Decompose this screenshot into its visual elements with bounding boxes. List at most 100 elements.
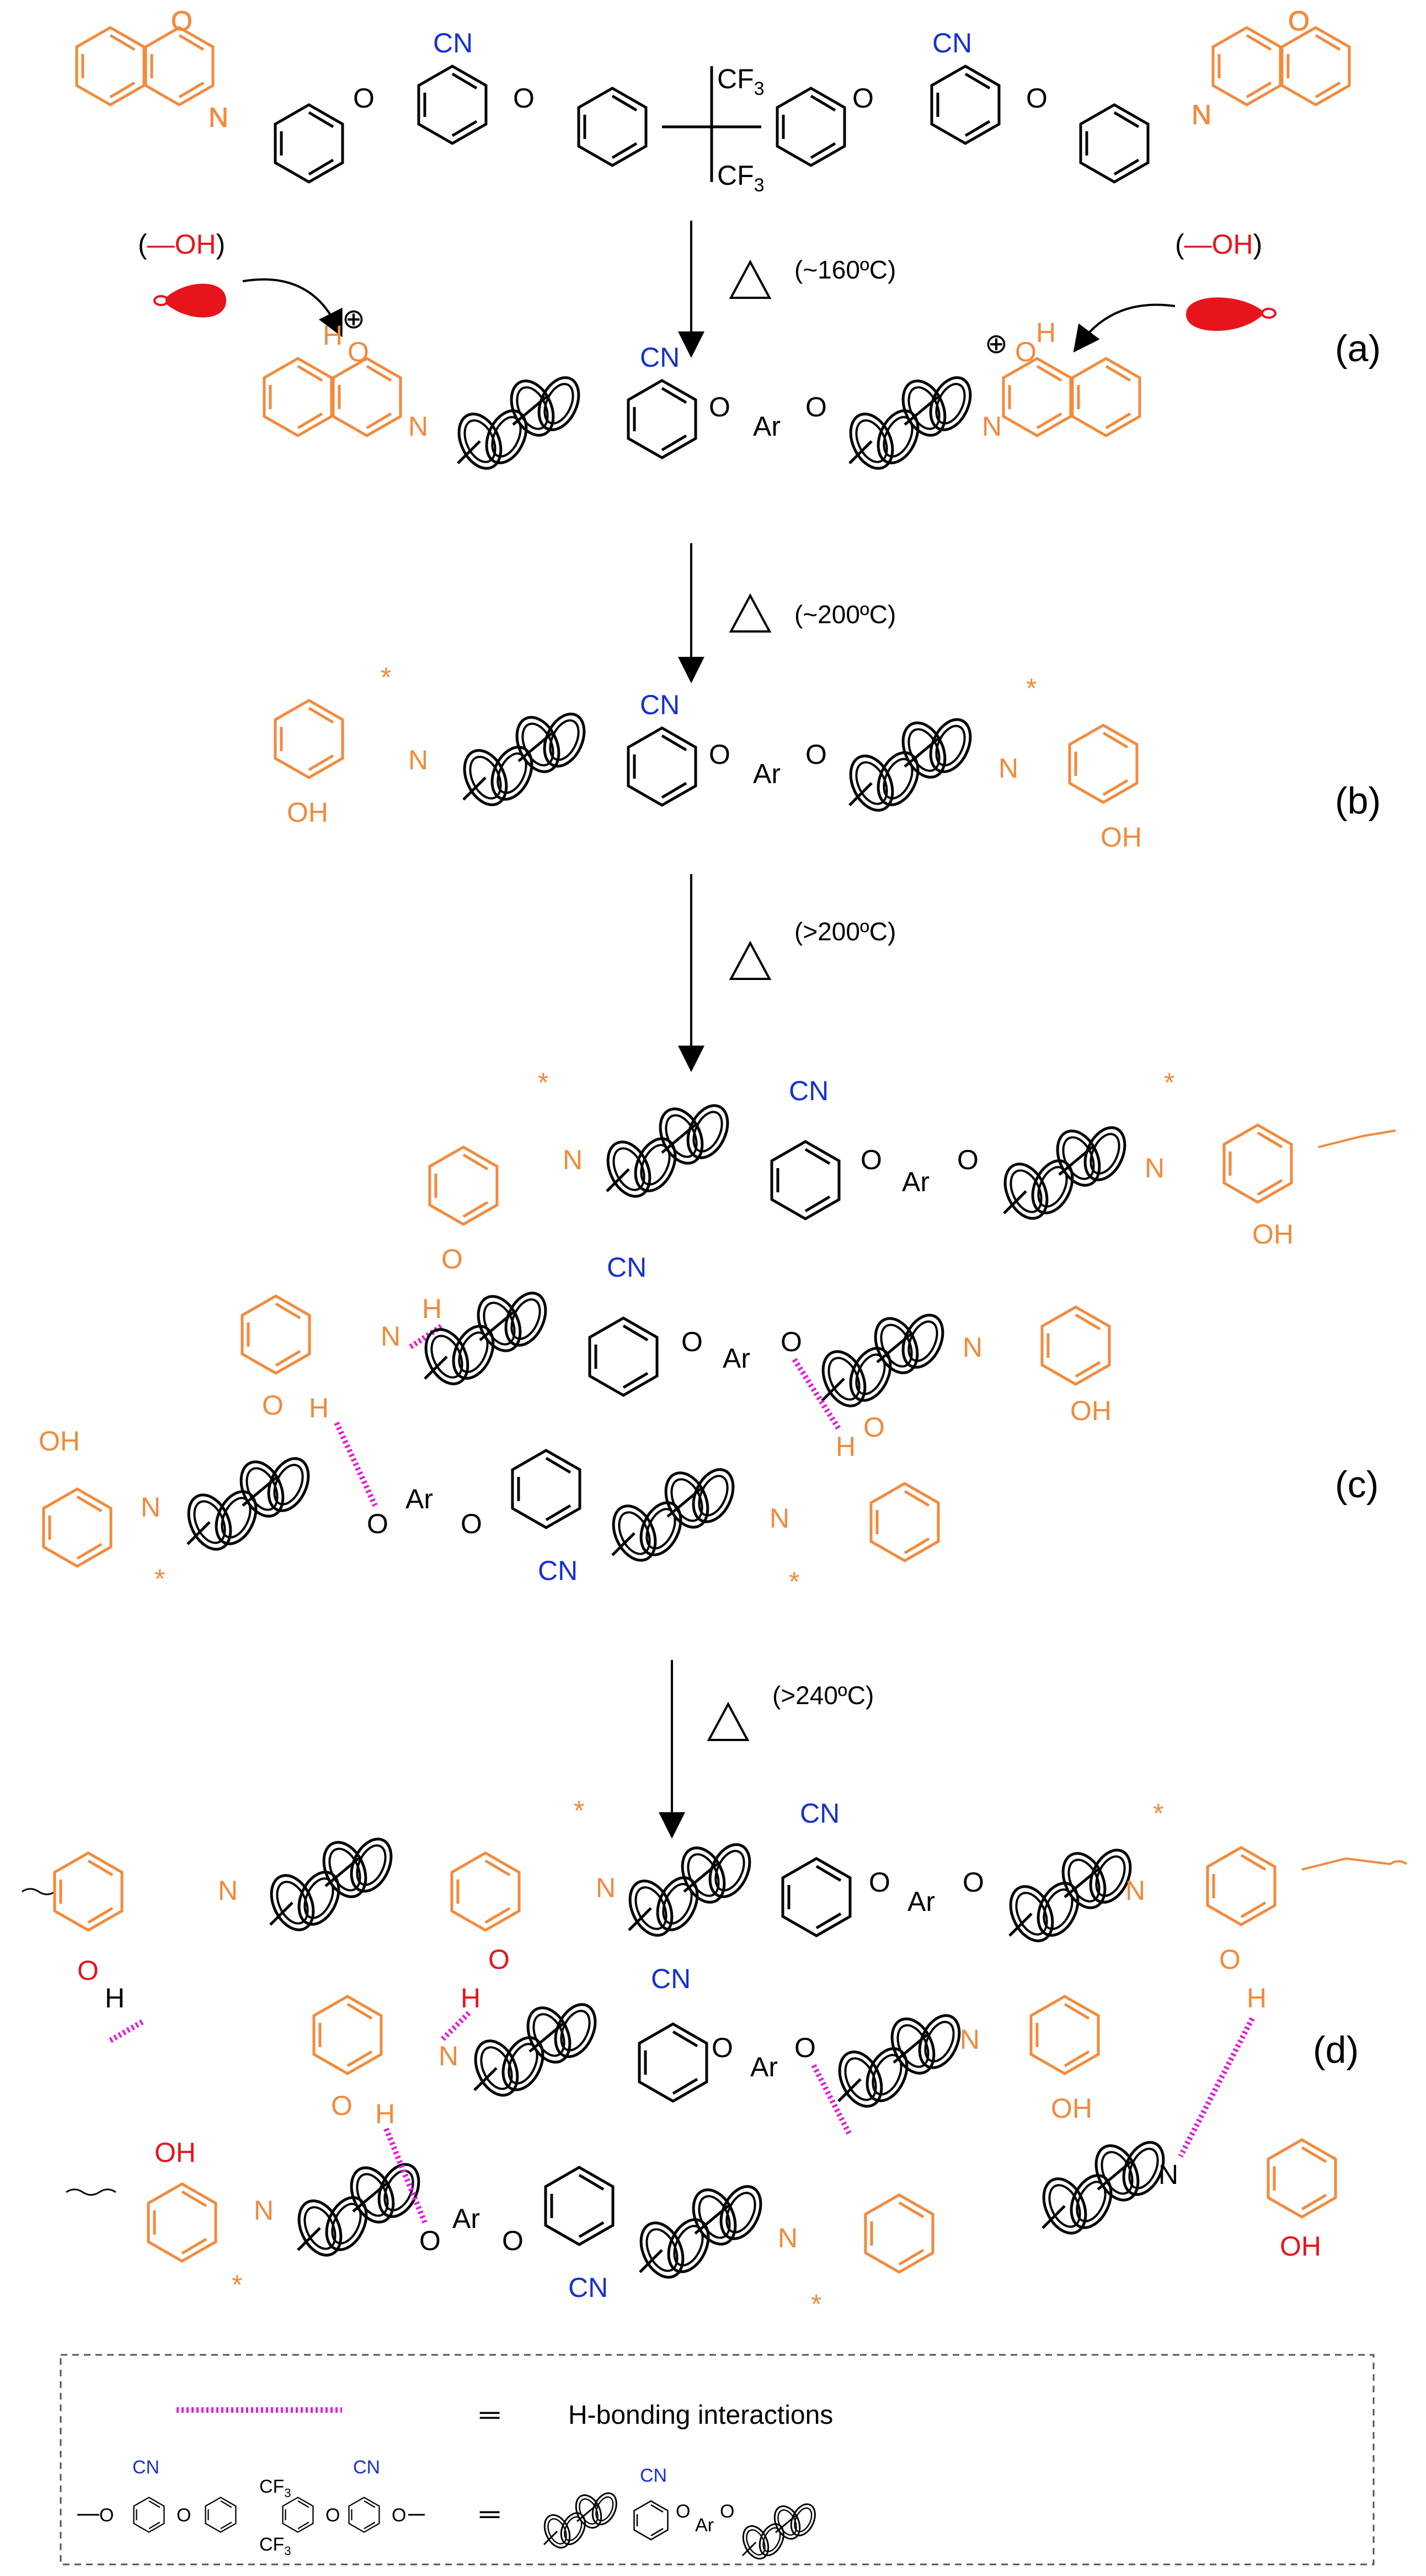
svg-text:(—OH): (—OH) <box>1175 229 1262 260</box>
benzoxazine-o-atom: O <box>1288 6 1310 36</box>
hbonded-network-c: N * O H CN O Ar O N * OH O H N CN O Ar O… <box>39 1067 1396 1597</box>
lone-pair-icon <box>165 283 226 318</box>
nitrile-label: CN <box>932 28 972 58</box>
nitrile-label: CN <box>640 342 680 373</box>
benzoxazine-n-atom: N <box>209 102 228 133</box>
phenol-o-atom: O <box>1219 1944 1241 1975</box>
radical-star: * <box>1026 673 1037 704</box>
benzoxazine-n-atom: N <box>1192 99 1211 130</box>
radical-star: * <box>381 662 391 693</box>
phenol-oh-label: OH <box>1070 1395 1112 1426</box>
plus-charge-icon: ⊕ <box>342 303 365 334</box>
radical-star: * <box>154 1563 165 1594</box>
ether-o-atom: O <box>461 1508 482 1539</box>
amine-n-atom: N <box>218 1875 238 1906</box>
benzoxazine-right: O N <box>1192 6 1349 131</box>
legend-equals-1: ═ <box>479 2399 500 2430</box>
nitrile-label: CN <box>640 689 680 720</box>
svg-text:O: O <box>392 2505 406 2526</box>
amine-n-atom: N <box>408 745 428 775</box>
hbond-dashed-line <box>1178 2017 1255 2158</box>
proton-label: H <box>323 320 343 351</box>
nitrile-label: CN <box>568 2272 608 2303</box>
radical-star: * <box>1153 1798 1163 1829</box>
ar-label: Ar <box>405 1484 433 1514</box>
ether-o-atom: O <box>861 1144 882 1175</box>
cf3-top-label: CF3 <box>259 2476 291 2500</box>
amine-n-atom: N <box>596 1872 616 1903</box>
ar-label: Ar <box>753 411 781 442</box>
phenol-oh-label: OH <box>1252 1219 1294 1250</box>
ether-o-atom: O <box>852 83 874 114</box>
ar-label: Ar <box>452 2203 480 2234</box>
hbond-dashed-line <box>334 1421 378 1507</box>
condition-label-2: (~200ºC) <box>794 600 896 629</box>
svg-text:O: O <box>676 2501 690 2522</box>
nitrile-label: CN <box>789 1075 829 1106</box>
phenol-h-atom: H <box>422 1293 442 1324</box>
cf3-bottom-label: CF3 <box>259 2534 291 2558</box>
phenol-h-atom: H <box>105 1983 125 2013</box>
legend-full-structure: O CN O CF3 CF3 O CN O <box>77 2457 425 2558</box>
ether-o-atom: O <box>681 1326 703 1357</box>
phenol-o-atom: O <box>262 1390 284 1421</box>
legend-equals-2: ═ <box>479 2498 500 2529</box>
phenol-oh-label: OH <box>1280 2231 1321 2262</box>
hydroxyl-initiator-right: (—OH) <box>1073 229 1277 353</box>
hbond-dashed-line <box>439 2011 471 2043</box>
ar-label: Ar <box>723 1343 750 1374</box>
step-label-d: (d) <box>1313 2029 1359 2071</box>
hbond-dashed-line <box>383 2128 428 2224</box>
ether-o-atom: O <box>353 83 375 114</box>
svg-text:O: O <box>720 2501 734 2522</box>
ether-o-atom: O <box>957 1144 979 1175</box>
heat-triangle-icon <box>729 940 772 980</box>
phenol-oh-label: OH <box>1101 822 1142 853</box>
nitrile-label: CN <box>607 1252 647 1283</box>
nitrile-label: CN <box>651 1963 691 1994</box>
phenol-oh-label: OH <box>287 797 328 828</box>
amine-n-atom: N <box>963 1332 982 1363</box>
lone-pair-icon <box>1186 297 1263 331</box>
radical-star: * <box>574 1795 584 1826</box>
amine-n-atom: N <box>439 2041 458 2071</box>
nitrile-label: CN <box>538 1555 578 1586</box>
nitrile-label: CN <box>433 28 473 58</box>
oxazine-o-atom: O <box>348 336 369 367</box>
crosslinked-network-d: O H N O H N * CN O Ar O N * O H O H N CN… <box>22 1795 1408 2320</box>
amine-n-atom: N <box>1125 1875 1145 1906</box>
hbond-dashed-line <box>109 2018 145 2043</box>
ether-o-atom: O <box>869 1867 890 1898</box>
svg-text:O: O <box>325 2505 340 2526</box>
amine-n-atom: N <box>254 2195 274 2226</box>
svg-text:CN: CN <box>640 2465 667 2486</box>
ether-o-atom: O <box>513 83 535 114</box>
ar-label: Ar <box>907 1886 935 1917</box>
phenol-o-atom: O <box>331 2090 353 2121</box>
ether-o-atom: O <box>709 392 730 422</box>
condition-label-3: (>200ºC) <box>794 917 896 946</box>
benzoxazine-o-atom: O <box>171 6 193 36</box>
ether-o-atom: O <box>794 2032 816 2063</box>
amine-n-atom: N <box>141 1492 161 1523</box>
curved-arrow-icon <box>1073 303 1176 353</box>
plus-charge-icon: ⊕ <box>985 328 1008 359</box>
svg-text:O: O <box>99 2505 114 2526</box>
oxazine-n-atom: N <box>408 411 428 442</box>
phenol-oh-label: OH <box>154 2137 196 2168</box>
condition-label-4: (>240ºC) <box>772 1681 874 1710</box>
ether-o-atom: O <box>963 1867 984 1898</box>
hydroxyl-initiator-left: (—OH) <box>138 229 343 338</box>
phenol-h-atom: H <box>836 1431 856 1462</box>
ar-label: Ar <box>753 758 781 789</box>
condition-label-1: (~160ºC) <box>794 255 896 284</box>
phenol-h-atom: H <box>1247 1983 1267 2013</box>
oxazine-o-atom: O <box>1015 336 1037 367</box>
svg-text:O: O <box>177 2505 191 2526</box>
svg-text:Ar: Ar <box>695 2515 714 2536</box>
svg-text:CN: CN <box>353 2457 380 2478</box>
hbond-dashed-line <box>792 1358 841 1430</box>
radical-star: * <box>232 2269 242 2300</box>
ring-opened-structure: OH N * CN O Ar O N * OH <box>275 662 1142 853</box>
